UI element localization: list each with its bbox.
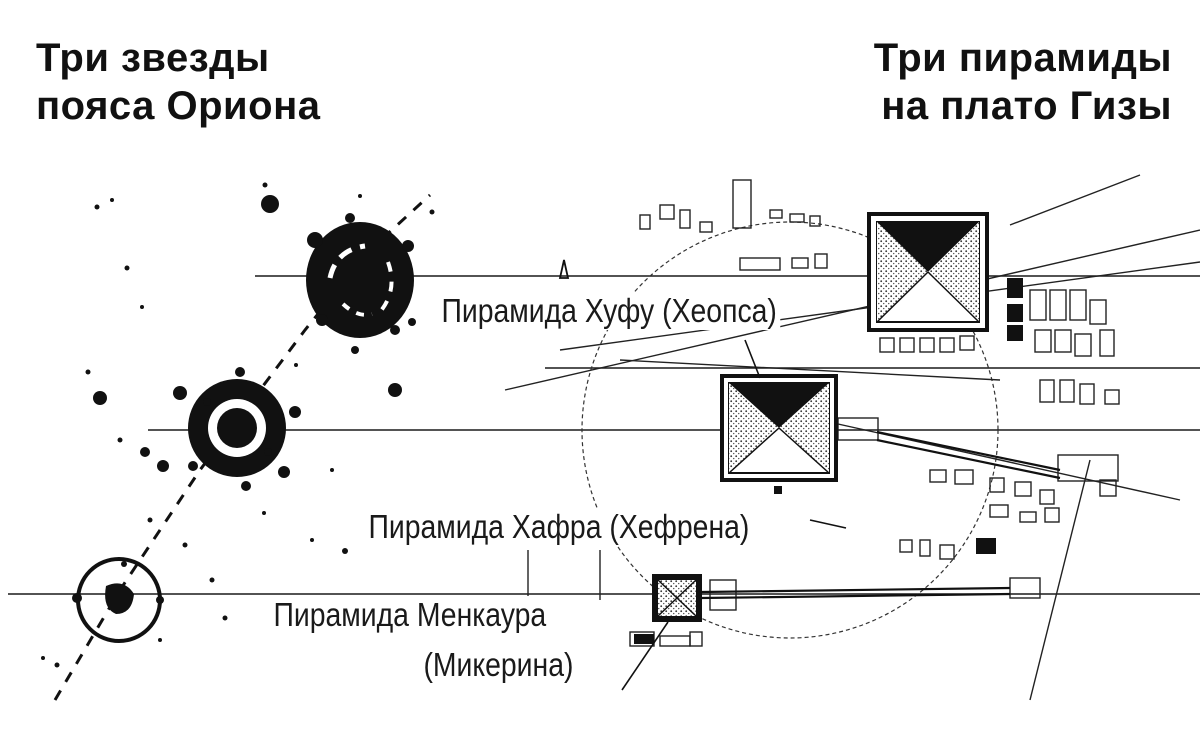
causeways xyxy=(701,430,1061,600)
north-arrow-icon xyxy=(558,259,570,279)
label-khafre: Пирамида Хафра (Хефрена) xyxy=(365,508,753,546)
pyramid-menkaure xyxy=(652,574,702,622)
giza-mastaba-field xyxy=(629,179,1120,647)
star-alnitak xyxy=(306,213,414,338)
title-giza-pyramids: Три пирамиды на плато Гизы xyxy=(873,36,1172,128)
label-menkaure-alt: (Микерина) xyxy=(420,646,577,684)
survey-lines xyxy=(504,174,1200,701)
label-khufu: Пирамида Хуфу (Хеопса) xyxy=(438,292,781,330)
star-alnilam xyxy=(140,367,301,491)
label-menkaure: Пирамида Менкаура xyxy=(270,596,550,634)
star-mintaka xyxy=(72,557,164,643)
giza-reference-circle xyxy=(581,221,999,639)
label-leader-lines xyxy=(621,339,847,691)
title-orion-belt: Три звезды пояса Ориона xyxy=(36,36,321,128)
background-star-dots xyxy=(41,182,435,668)
pyramid-khufu xyxy=(867,212,989,332)
dark-structures xyxy=(634,278,1023,644)
pyramid-khafre xyxy=(720,374,838,482)
